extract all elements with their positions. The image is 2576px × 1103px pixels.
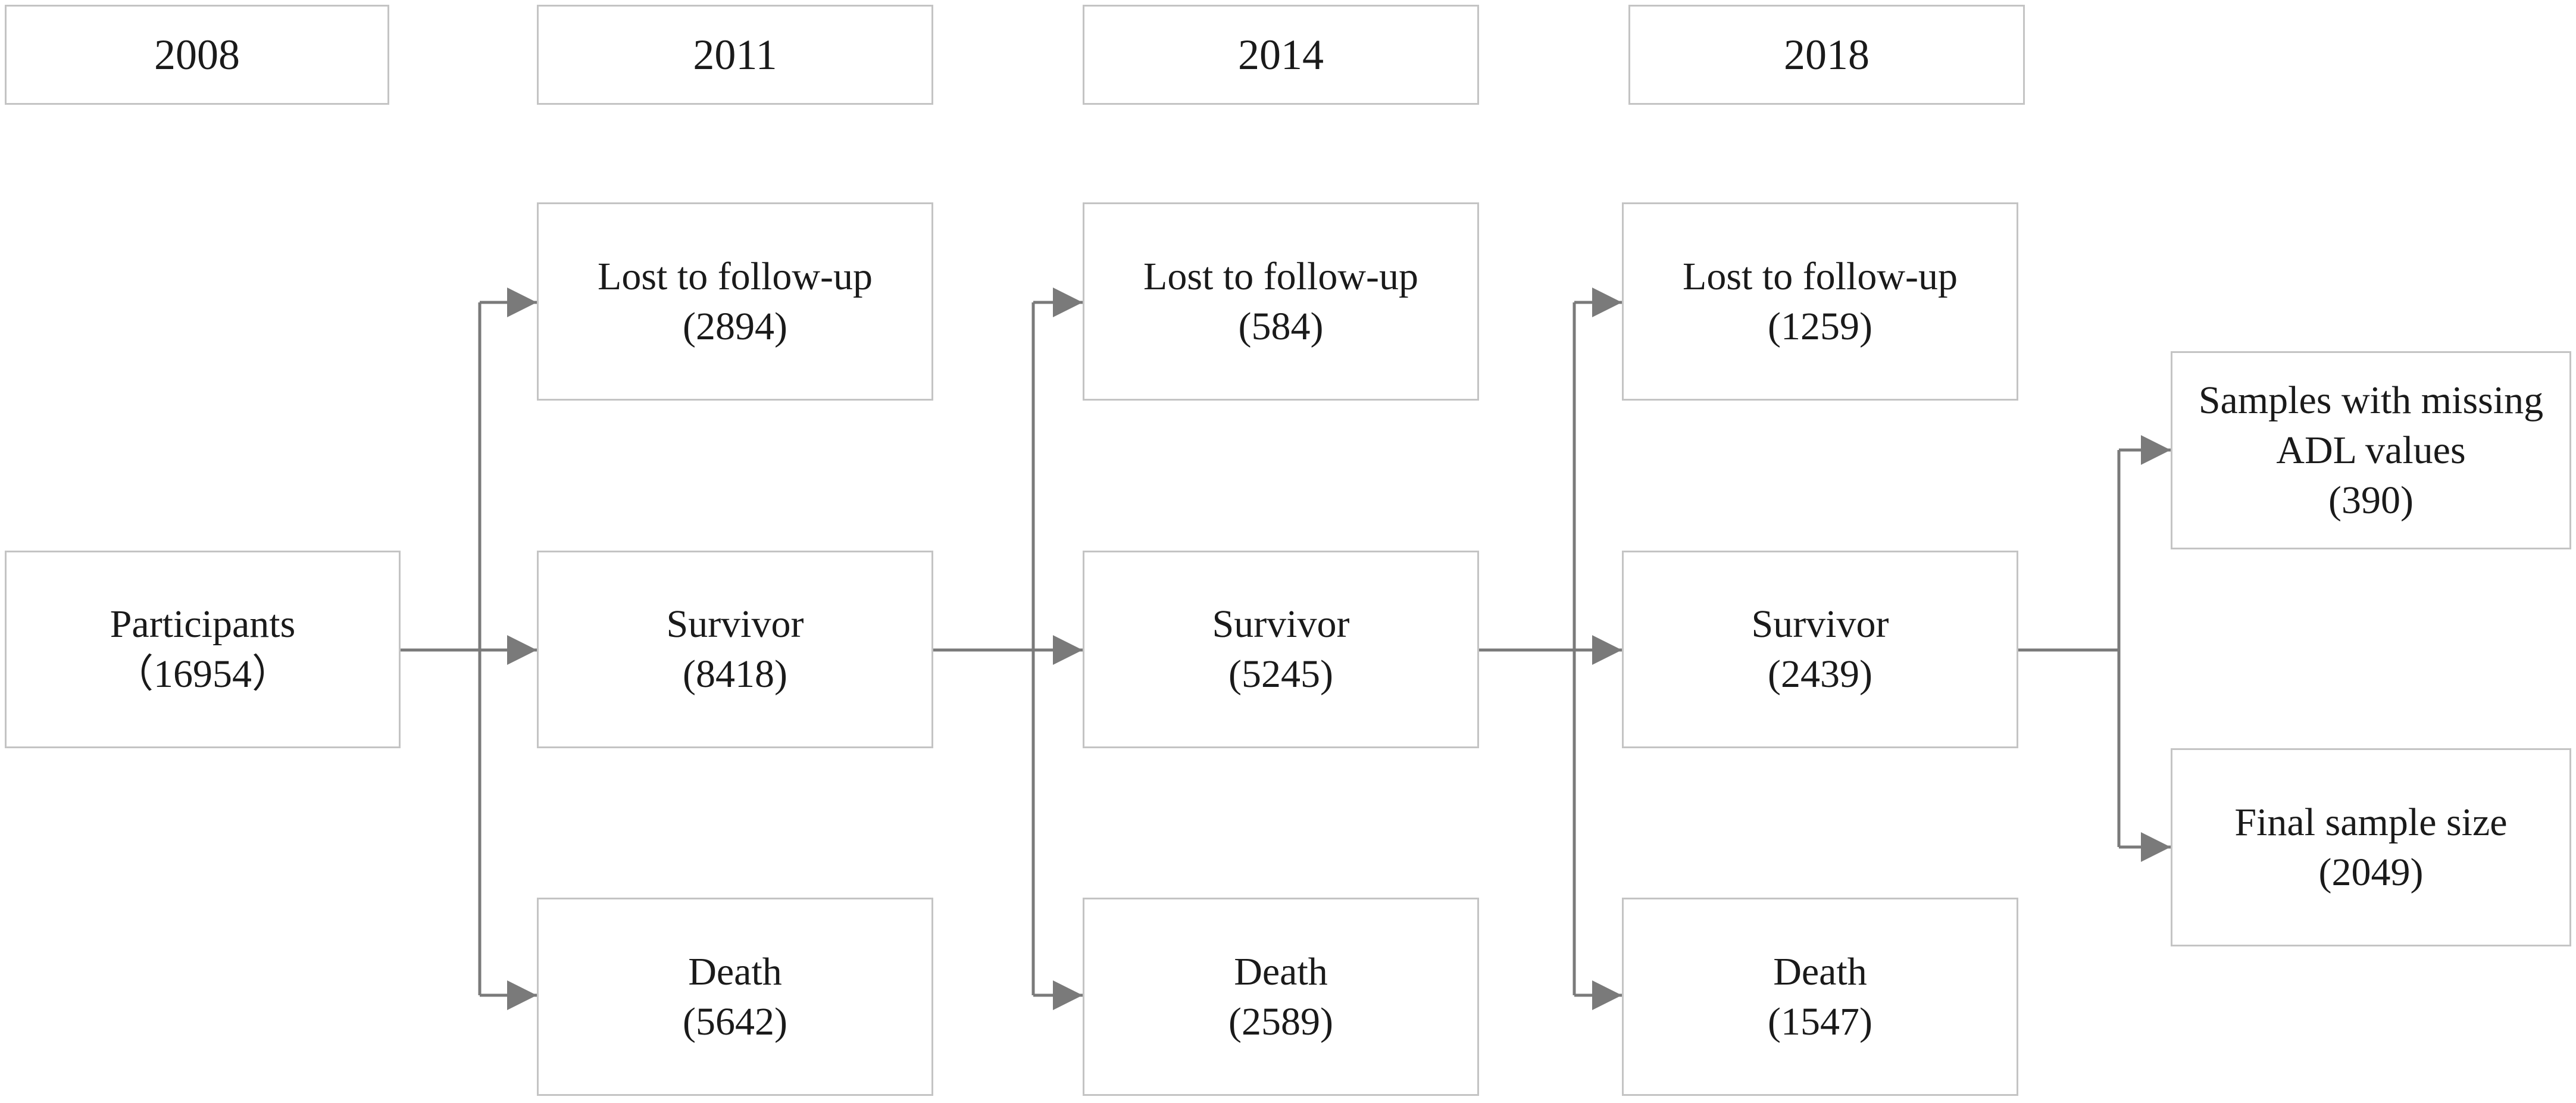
death-2018-label: Death — [1773, 949, 1867, 993]
year-label-2018: 2018 — [1784, 31, 1870, 79]
lost-2018-count: (1259) — [1768, 304, 1872, 348]
missing-adl-line1: Samples with missing — [2198, 378, 2544, 422]
survivor-2011-label: Survivor — [666, 602, 804, 646]
final-sample-label: Final sample size — [2234, 800, 2508, 844]
death-2018-box: Death (1547) — [1622, 898, 2018, 1096]
year-box-2014: 2014 — [1083, 5, 1479, 105]
year-box-2018: 2018 — [1628, 5, 2025, 105]
year-label-2008: 2008 — [154, 31, 240, 79]
survivor-2018-count: (2439) — [1768, 652, 1872, 696]
lost-2014-label: Lost to follow-up — [1143, 254, 1418, 298]
year-box-2011: 2011 — [537, 5, 933, 105]
lost-2014-count: (584) — [1238, 304, 1324, 348]
year-label-2011: 2011 — [693, 31, 777, 79]
lost-to-follow-up-2014-box: Lost to follow-up (584) — [1083, 202, 1479, 401]
death-2014-box: Death (2589) — [1083, 898, 1479, 1096]
final-sample-count: (2049) — [2318, 850, 2424, 894]
participants-box: Participants （16954） — [5, 551, 401, 748]
missing-adl-line2: ADL values — [2276, 428, 2466, 472]
lost-to-follow-up-2018-box: Lost to follow-up (1259) — [1622, 202, 2018, 401]
survivor-2018-label: Survivor — [1751, 602, 1889, 646]
survivor-2014-label: Survivor — [1212, 602, 1350, 646]
lost-2011-count: (2894) — [683, 304, 787, 348]
death-2011-label: Death — [688, 949, 782, 993]
year-box-2008: 2008 — [5, 5, 389, 105]
death-2014-label: Death — [1234, 949, 1328, 993]
missing-adl-box: Samples with missing ADL values (390) — [2171, 351, 2571, 549]
death-2014-count: (2589) — [1228, 999, 1333, 1043]
survivor-2011-box: Survivor (8418) — [537, 551, 933, 748]
participants-label: Participants — [110, 602, 296, 646]
lost-2018-label: Lost to follow-up — [1683, 254, 1958, 298]
lost-2011-label: Lost to follow-up — [598, 254, 873, 298]
final-sample-box: Final sample size (2049) — [2171, 748, 2571, 946]
survivor-2014-count: (5245) — [1228, 652, 1333, 696]
year-label-2014: 2014 — [1238, 31, 1324, 79]
survivor-2018-box: Survivor (2439) — [1622, 551, 2018, 748]
lost-to-follow-up-2011-box: Lost to follow-up (2894) — [537, 202, 933, 401]
participants-count: （16954） — [114, 652, 291, 696]
death-2018-count: (1547) — [1768, 999, 1872, 1043]
death-2011-box: Death (5642) — [537, 898, 933, 1096]
death-2011-count: (5642) — [683, 999, 787, 1043]
survivor-2014-box: Survivor (5245) — [1083, 551, 1479, 748]
missing-adl-count: (390) — [2328, 478, 2414, 522]
survivor-2011-count: (8418) — [683, 652, 787, 696]
